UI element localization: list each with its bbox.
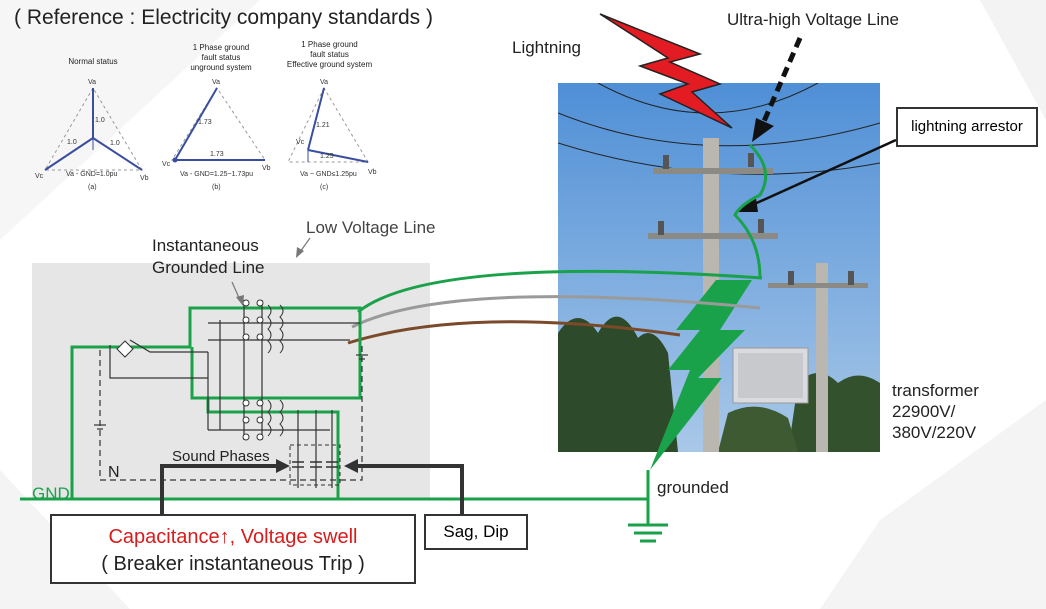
- phasor-b-title-line2: fault status: [201, 53, 241, 62]
- green-wire: [357, 269, 763, 314]
- phasor-c-val1: 1.21: [316, 122, 330, 129]
- transformer-line2: 22900V/: [892, 402, 956, 421]
- capacitance-label: Capacitance↑, Voltage swell: [108, 526, 358, 548]
- capacitance-arrow-line: [160, 464, 282, 514]
- phasor-c-tag: (c): [320, 184, 328, 191]
- phasor-b-val1: 1.73: [198, 119, 212, 126]
- sound-phases-label: Sound Phases: [172, 448, 270, 465]
- phasor-b-title-line1: 1 Phase ground: [192, 43, 250, 52]
- capacitance-arrowhead-icon: [276, 459, 290, 473]
- instantaneous-line2: Grounded Line: [152, 258, 265, 277]
- sag-dip-box: Sag, Dip: [424, 514, 528, 550]
- reference-title: ( Reference : Electricity company standa…: [14, 6, 433, 29]
- phasor-a-val2: 1.0: [67, 139, 77, 146]
- sag-arrowhead-icon: [344, 459, 358, 473]
- phasor-c-val2: 1.25: [320, 153, 334, 160]
- capacitance-box: Capacitance↑, Voltage swell ( Breaker in…: [50, 514, 416, 584]
- phasor-b-title: 1 Phase ground fault status unground sys…: [166, 43, 276, 73]
- phasor-a-formula: Va - GND=1.0pu: [66, 171, 118, 178]
- pole-illustration: [558, 83, 880, 452]
- gnd-label: GND: [32, 484, 70, 503]
- sag-dip-label: Sag, Dip: [443, 522, 509, 541]
- phasor-b-title-line3: unground system: [190, 63, 252, 72]
- phasor-diagram-c: Va Vc Vb 1.21 1.25 Va ~ GND≤1.25pu (c): [287, 79, 377, 191]
- brown-wire: [347, 320, 681, 345]
- uhv-arrowhead-icon: [752, 118, 774, 142]
- uhv-arrow-line: [759, 37, 803, 127]
- phasor-a-vb: Vb: [140, 175, 149, 182]
- utility-pole-photo: [558, 83, 880, 452]
- arrestor-arrow-line: [749, 138, 897, 208]
- phasor-b-tag: (b): [212, 184, 221, 191]
- phasor-a-vc: Vc: [35, 173, 44, 180]
- breaker-label: ( Breaker instantaneous Trip ): [101, 553, 365, 575]
- phasor-c-title: 1 Phase ground fault status Effective gr…: [272, 40, 387, 70]
- transformer-line1: transformer: [892, 381, 979, 400]
- phasor-a-tag: (a): [88, 184, 97, 191]
- lightning-arrestor-label: lightning arrestor: [911, 118, 1023, 135]
- lightning-arrestor-box: lightning arrestor: [896, 107, 1038, 147]
- low-voltage-line-label: Low Voltage Line: [306, 218, 436, 237]
- phasor-c-title-line3: Effective ground system: [286, 60, 373, 69]
- phasor-c-va: Va: [320, 79, 328, 86]
- phasor-diagram-b: Va Vc Vb 1.73 1.73 Va - GND=1.25~1.73pu …: [162, 79, 271, 191]
- grounded-label: grounded: [657, 478, 729, 497]
- phasor-b-vb: Vb: [262, 165, 271, 172]
- phasor-a-title: Normal status: [68, 57, 118, 66]
- phasor-b-val2: 1.73: [210, 151, 224, 158]
- phasor-a-val1: 1.0: [95, 117, 105, 124]
- phasor-diagram-a: Va Vc Vb 1.0 1.0 1.0 Va - GND=1.0pu (a): [35, 79, 149, 191]
- phasor-c-vb: Vb: [368, 169, 377, 176]
- phasor-c-title-line1: 1 Phase ground: [301, 40, 358, 49]
- phasor-b-va: Va: [212, 79, 220, 86]
- circuit-panel: [32, 263, 430, 499]
- ground-fault-bolt: [650, 280, 752, 470]
- phasor-a-val3: 1.0: [110, 140, 120, 147]
- instantaneous-grounded-label: Instantaneous Grounded Line: [152, 235, 264, 279]
- phasor-b-formula: Va - GND=1.25~1.73pu: [180, 171, 253, 178]
- phasor-c-title-line2: fault status: [310, 50, 349, 59]
- lightning-bolt-icon: [599, 13, 733, 129]
- uhv-line-label: Ultra-high Voltage Line: [727, 10, 900, 29]
- phasor-b-vc: Vc: [162, 161, 171, 168]
- transformer-line3: 380V/220V: [892, 423, 977, 442]
- phasor-c-vc: Vc: [296, 139, 305, 146]
- transformer-label: transformer 22900V/ 380V/220V: [892, 380, 979, 443]
- gray-wire: [351, 295, 761, 329]
- sag-arrow-line: [354, 464, 464, 514]
- phasor-a-va: Va: [88, 79, 96, 86]
- neutral-label: N: [108, 464, 120, 481]
- phasor-c-formula: Va ~ GND≤1.25pu: [300, 171, 357, 178]
- lightning-label: Lightning: [512, 38, 582, 57]
- instantaneous-line1: Instantaneous: [152, 236, 259, 255]
